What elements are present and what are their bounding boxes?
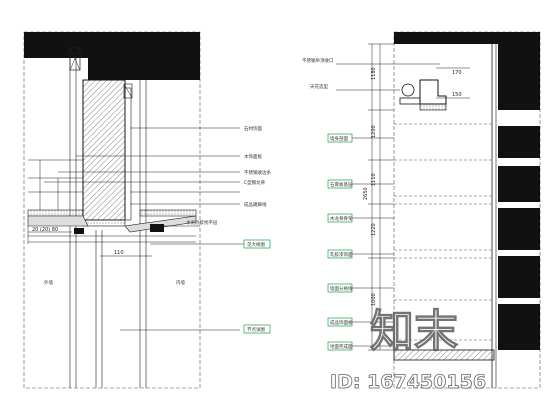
callout-left-7: 见大样图 — [247, 241, 265, 248]
watermark-logo-text: 知末 — [370, 306, 458, 357]
callout-left-5: 成品踢脚线 — [244, 201, 267, 208]
dim-label-right-8: 2650 — [363, 187, 369, 200]
callout-left-8: 节点详图 — [247, 326, 265, 333]
callout-left-2: 木饰面板 — [244, 153, 262, 160]
callout-left-6: 水泥砂浆找平层 — [186, 219, 218, 226]
callout-right-4: 石膏板基层 — [330, 181, 353, 188]
callout-right-3: 墙身剖面 — [330, 135, 348, 142]
callout-right-5: 木龙骨骨架 — [330, 215, 353, 222]
dim-label-right-5: 1110 — [371, 173, 377, 186]
callout-right-6: 乳胶漆饰面 — [330, 251, 353, 258]
side-text-right: 内墙 — [176, 279, 185, 286]
dim-label-right-4: 1200 — [371, 125, 377, 138]
dim-label-left-1: 20 (20) 80 — [32, 227, 58, 233]
callout-left-3: 不锈钢收边条 — [244, 169, 271, 176]
callout-left-1: 石材饰面 — [244, 125, 262, 132]
callout-right-2: 天花造型 — [310, 83, 328, 90]
dim-label-right-3: 150 — [452, 92, 462, 98]
callout-left-4: C型钢龙骨 — [244, 179, 266, 186]
dim-label-right-6: 1220 — [371, 223, 377, 236]
dim-label-right-7: 1000 — [371, 293, 377, 306]
callout-right-9: 地面完成面 — [330, 343, 353, 350]
callout-right-8: 成品饰面板 — [330, 319, 353, 326]
left-wall-section-detail: 20 (20) 80 110 石材饰面 木饰面板 不锈钢收边条 C型钢龙骨 成品… — [23, 31, 271, 389]
dim-label-left-2: 110 — [114, 250, 124, 256]
callout-right-7: 墙面分格线 — [330, 285, 353, 292]
dim-label-right-1: 1180 — [371, 67, 377, 80]
right-wall-elevation-detail: 1180 170 150 1200 1110 1220 1000 2650 不锈… — [302, 31, 541, 389]
dim-label-right-2: 170 — [452, 70, 462, 76]
side-text-left: 外墙 — [44, 279, 53, 286]
callout-right-1: 不锈钢吊顶收口 — [302, 57, 334, 64]
watermark-id-text: ID: 167450156 — [330, 371, 486, 393]
watermark: 知末 ID: 167450156 — [330, 306, 487, 394]
